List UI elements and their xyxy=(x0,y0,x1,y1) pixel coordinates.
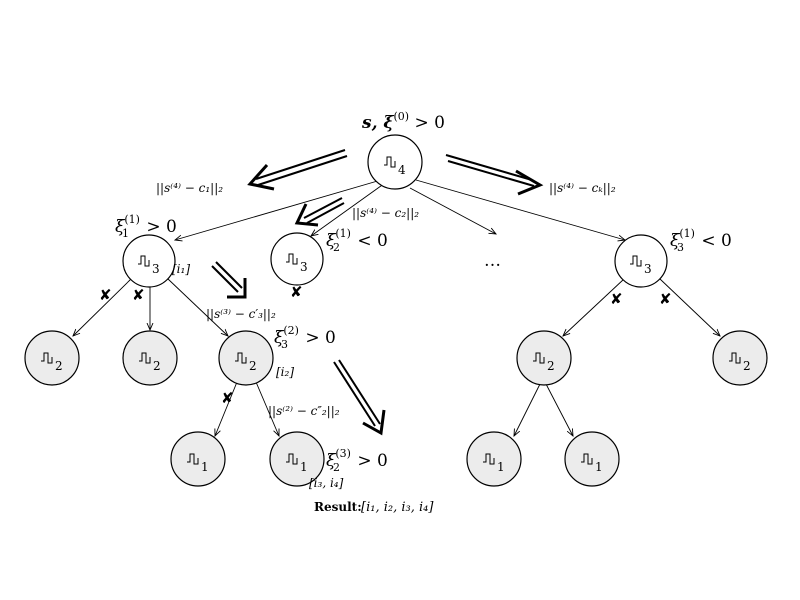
node-level: 2 xyxy=(743,359,751,373)
root-label: s, ξ(0) > 0 xyxy=(361,110,445,133)
level2-n3-xi: ξ(2)3 > 0 xyxy=(274,324,336,351)
edge-l1-left-to-n3 xyxy=(167,278,228,336)
xi-sup: (2) xyxy=(283,324,299,337)
xi-base: ξ xyxy=(670,231,681,251)
edge-root-to-middle xyxy=(311,182,386,236)
node-level: 3 xyxy=(644,262,652,276)
xi-sub: 3 xyxy=(281,338,288,351)
edge-label-middle: ||s⁽⁴⁾ − c₂||₂ xyxy=(352,206,419,220)
level3-node-3: 1 xyxy=(466,431,522,487)
tree-edges xyxy=(73,179,720,436)
node-level: 1 xyxy=(497,460,505,474)
level3-node-4: 1 xyxy=(564,431,620,487)
node-level: 1 xyxy=(595,460,603,474)
level3-node-2: 1 xyxy=(269,431,325,487)
root-label-main: s, ξ xyxy=(361,113,394,133)
edge-label-right: ||s⁽⁴⁾ − cₖ||₂ xyxy=(549,181,616,195)
level3-node-1: 1 xyxy=(170,431,226,487)
level1-ellipsis: … xyxy=(484,251,501,271)
xi-base: ξ xyxy=(274,328,285,348)
node-level: 2 xyxy=(249,359,257,373)
edge-root-to-left xyxy=(175,179,382,240)
edge-root-to-ellipsis xyxy=(409,187,496,234)
level1-right-xi: ξ(1)3 < 0 xyxy=(670,227,732,254)
xi-sup: (1) xyxy=(679,227,695,240)
xi-sup: (1) xyxy=(335,227,351,240)
xi-sub: 2 xyxy=(333,461,340,474)
node-level: 1 xyxy=(300,460,308,474)
edge-l1-right-to-n5 xyxy=(659,278,720,336)
cross-mark-icon: ✘ xyxy=(290,283,303,301)
xi-base: ξ xyxy=(326,231,337,251)
edge-l1-right-to-n4 xyxy=(563,278,625,336)
edge-label-level3: ||s⁽²⁾ − c″₂||₂ xyxy=(268,404,340,418)
root-label-sup: (0) xyxy=(393,110,409,123)
fat-arrow-level1-to-level2 xyxy=(211,261,247,299)
level2-node-3: 2 xyxy=(218,330,274,386)
xi-cmp: < 0 xyxy=(352,231,388,251)
node-level: 3 xyxy=(152,262,160,276)
level1-middle-xi: ξ(1)2 < 0 xyxy=(326,227,388,254)
edge-l2-n3-to-l3-n2 xyxy=(255,381,279,436)
edge-l2-n3-to-l3-n1 xyxy=(215,381,238,436)
cross-mark-icon: ✘ xyxy=(132,286,145,304)
cross-mark-icon: ✘ xyxy=(221,389,234,407)
level2-node-1: 2 xyxy=(24,330,80,386)
level1-left-xi: ξ(1)1 > 0 xyxy=(115,213,177,240)
xi-sup: (1) xyxy=(124,213,140,226)
fat-arrow-level2-to-level3 xyxy=(333,359,386,436)
edge-root-to-right xyxy=(415,179,625,240)
level3-n2-index: [i₃, i₄] xyxy=(309,476,344,490)
level1-left-node: 3 xyxy=(122,234,176,288)
level1-middle-node: 3 xyxy=(270,232,324,286)
result-label: Result: xyxy=(314,500,362,514)
level2-node-4: 2 xyxy=(516,330,572,386)
xi-cmp: > 0 xyxy=(352,451,388,471)
node-level: 2 xyxy=(547,359,555,373)
fat-arrow-root-left xyxy=(247,149,348,191)
xi-cmp: < 0 xyxy=(696,231,732,251)
xi-sub: 3 xyxy=(677,241,684,254)
best-path-arrows xyxy=(211,149,544,436)
cross-mark-icon: ✘ xyxy=(610,290,623,308)
root-node: 4 xyxy=(367,134,423,190)
node-level: 4 xyxy=(398,163,406,177)
xi-base: ξ xyxy=(326,451,337,471)
edge-label-level2: ||s⁽³⁾ − c′₃||₂ xyxy=(206,307,276,321)
node-level: 3 xyxy=(300,260,308,274)
edge-label-left: ||s⁽⁴⁾ − c₁||₂ xyxy=(156,181,223,195)
cross-mark-icon: ✘ xyxy=(99,286,112,304)
level3-n2-xi: ξ(3)2 > 0 xyxy=(326,447,388,474)
xi-sub: 2 xyxy=(333,241,340,254)
pruned-marks: ✘ ✘ ✘ ✘ ✘ ✘ xyxy=(99,283,672,407)
node-level: 2 xyxy=(153,359,161,373)
edge-l1-left-to-n1 xyxy=(73,278,132,336)
level1-right-node: 3 xyxy=(614,234,668,288)
xi-cmp: > 0 xyxy=(141,217,177,237)
xi-sup: (3) xyxy=(335,447,351,460)
root-label-cmp: > 0 xyxy=(409,113,445,133)
edge-l2-n4-to-l3-n3 xyxy=(514,383,541,436)
node-level: 1 xyxy=(201,460,209,474)
result-value: [i₁, i₂, i₃, i₄] xyxy=(361,500,434,515)
level2-n3-index: [i₂] xyxy=(276,365,294,379)
level2-node-5: 2 xyxy=(712,330,768,386)
edge-l2-n4-to-l3-n4 xyxy=(545,383,573,436)
node-level: 2 xyxy=(55,359,63,373)
level1-left-index: [i₁] xyxy=(172,262,190,276)
cross-mark-icon: ✘ xyxy=(659,290,672,308)
xi-cmp: > 0 xyxy=(300,328,336,348)
fat-arrow-root-right xyxy=(445,154,544,196)
level2-node-2: 2 xyxy=(122,330,178,386)
xi-base: ξ xyxy=(115,217,126,237)
xi-sub: 1 xyxy=(122,227,129,240)
fat-arrow-root-middle xyxy=(294,197,345,227)
